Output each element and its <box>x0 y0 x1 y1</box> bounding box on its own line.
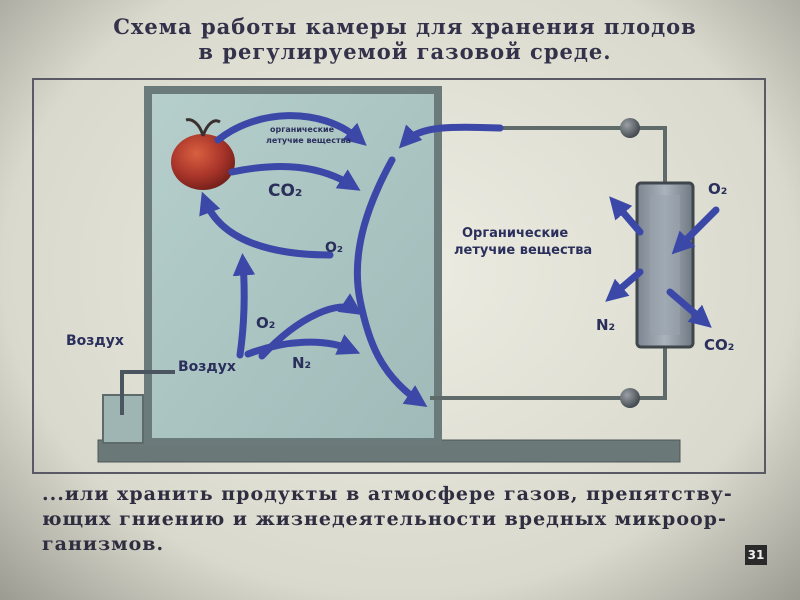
outlet-pipe <box>430 345 667 400</box>
arrow-return-in <box>398 123 504 149</box>
filter-volatiles-label-2: летучие вещества <box>454 243 592 258</box>
filter-arrows <box>605 196 720 328</box>
filter-core <box>650 195 680 335</box>
arrow-filter-volatiles <box>609 196 644 236</box>
filter-n2-label: N₂ <box>596 316 615 334</box>
air-outside-label: Воздух <box>66 333 124 349</box>
arrow-o2-in <box>199 191 334 259</box>
title-line-1: Схема работы камеры для хранения плодов <box>113 14 697 39</box>
caption-line-1: ...или хранить продукты в атмосфере газо… <box>42 483 733 505</box>
filter-volatiles-label-1: Органические <box>462 226 568 241</box>
inner-volatiles-label-1: органические <box>270 125 335 134</box>
inner-volatiles-label-2: летучие вещества <box>266 136 351 145</box>
slide-title: Схема работы камеры для хранения плодов … <box>60 14 750 64</box>
caption: ...или хранить продукты в атмосфере газо… <box>42 482 752 557</box>
circulation-arrows <box>199 112 504 408</box>
o2-inside-left-label: O₂ <box>256 314 275 332</box>
arrow-filter-o2-in <box>671 206 720 255</box>
n2-inside-label: N₂ <box>292 354 311 372</box>
bottom-valve <box>620 388 640 408</box>
caption-line-3: ганизмов. <box>42 533 165 555</box>
arrow-volatiles-out <box>214 112 367 146</box>
title-line-2: в регулируемой газовой среде. <box>198 39 612 64</box>
filter-o2-label: O₂ <box>708 180 727 198</box>
arrow-filter-co2 <box>666 288 712 328</box>
filter-co2-label: CO₂ <box>704 336 734 354</box>
fruit <box>171 118 235 190</box>
arrow-filter-n2 <box>605 268 644 302</box>
top-valve <box>620 118 640 138</box>
co2-inside-label: CO₂ <box>268 181 302 201</box>
arrow-n2-right <box>244 334 361 358</box>
arrow-air-up <box>232 253 256 359</box>
o2-inside-right-label: O₂ <box>325 240 343 256</box>
arrow-co2-out <box>228 163 361 191</box>
diagram-frame <box>32 78 766 474</box>
air-inlet-pipe <box>120 370 175 415</box>
page-number: 31 <box>745 545 767 565</box>
return-pipe <box>430 126 667 185</box>
arrow-air-left-loop <box>258 293 363 360</box>
air-inside-label: Воздух <box>178 359 236 375</box>
caption-line-2: ющих гниению и жизнедеятельности вредных… <box>42 508 727 530</box>
